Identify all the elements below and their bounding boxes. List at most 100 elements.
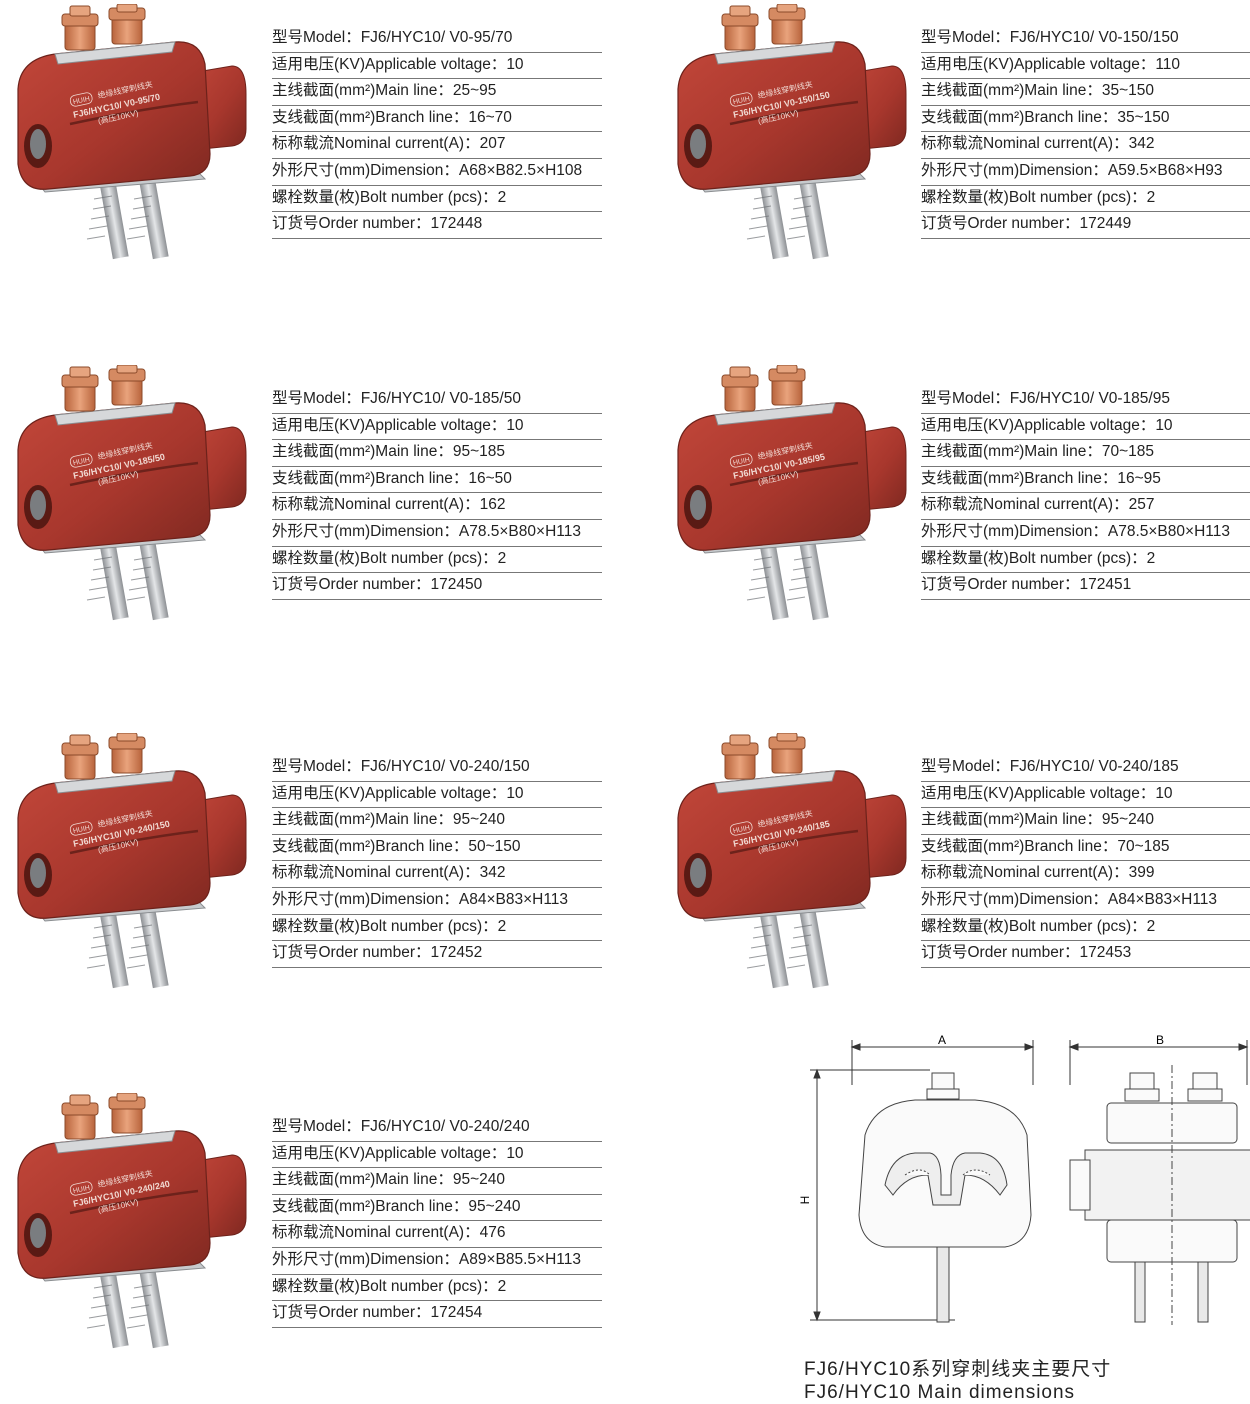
spec-label: 标称载流Nominal current(A)： [921,864,1129,882]
spec-table: 型号Model：FJ6/HYC10/ V0-185/50 适用电压(KV)App… [272,387,602,600]
clamp-photo: HUIH 绝缘线穿刺线夹 FJ6/HYC10/ V0-240/240 (高压10… [17,1093,247,1349]
spec-label: 订货号Order number： [921,576,1080,594]
spec-label: 支线截面(mm²)Branch line： [272,469,469,487]
embossed-brand: HUIH [732,825,750,835]
spec-row-dimension: 外形尺寸(mm)Dimension：A84×B83×H113 [272,888,602,915]
spec-row-branch-line: 支线截面(mm²)Branch line：70~185 [921,835,1250,862]
spec-label: 订货号Order number： [272,576,431,594]
spec-value-main-line: 95~240 [452,1171,505,1189]
caption-en: FJ6/HYC10 Main dimensions [804,1382,1076,1403]
bolt-threads [746,533,829,621]
cable-tie [729,829,859,855]
spec-value-dimension: A84×B83×H113 [458,890,569,908]
spec-label: 主线截面(mm²)Main line： [921,82,1102,100]
side-view [1069,1065,1250,1325]
spec-row-voltage: 适用电压(KV)Applicable voltage：10 [272,414,602,441]
spec-label: 订货号Order number： [921,215,1080,233]
embossed-brand: HUIH [72,96,90,106]
spec-value-main-line: 70~185 [1101,443,1154,461]
spec-label: 支线截面(mm²)Branch line： [921,108,1118,126]
embossed-brand: HUIH [732,96,750,106]
spec-value-model: FJ6/HYC10/ V0-185/50 [360,390,521,407]
spec-row-model: 型号Model：FJ6/HYC10/ V0-95/70 [272,26,602,53]
spec-value-main-line: 25~95 [452,82,497,100]
spec-row-branch-line: 支线截面(mm²)Branch line：35~150 [921,106,1250,133]
top-strip [54,1130,176,1154]
spec-table: 型号Model：FJ6/HYC10/ V0-95/70 适用电压(KV)Appl… [272,26,602,239]
spec-row-branch-line: 支线截面(mm²)Branch line：50~150 [272,835,602,862]
spec-row-current: 标称载流Nominal current(A)：207 [272,132,602,159]
embossed-brand: HUIH [72,825,90,835]
top-strip [54,41,176,65]
spec-value-branch-line: 16~50 [468,469,512,487]
copper-nut [768,4,806,45]
spec-value-bolts: 2 [497,549,507,567]
spec-value-current: 476 [479,1224,506,1242]
spec-row-dimension: 外形尺寸(mm)Dimension：A89×B85.5×H113 [272,1248,602,1275]
spec-table: 型号Model：FJ6/HYC10/ V0-240/240 适用电压(KV)Ap… [272,1115,602,1328]
copper-nut [721,5,759,51]
spec-label: 外形尺寸(mm)Dimension： [272,522,459,540]
spec-row-order: 订货号Order number：172454 [272,1301,602,1328]
spec-row-order: 订货号Order number：172451 [921,573,1250,600]
spec-value-model: FJ6/HYC10/ V0-95/70 [360,29,513,46]
spec-label: 订货号Order number： [272,1304,431,1322]
spec-label: 螺栓数量(枚)Bolt number (pcs)： [272,917,498,935]
spec-label: 适用电压(KV)Applicable voltage： [272,1144,507,1162]
spec-row-bolts: 螺栓数量(枚)Bolt number (pcs)：2 [272,547,602,574]
spec-row-main-line: 主线截面(mm²)Main line：95~185 [272,440,602,467]
spec-row-voltage: 适用电压(KV)Applicable voltage：110 [921,53,1250,80]
spec-row-order: 订货号Order number：172448 [272,212,602,239]
spec-label: 适用电压(KV)Applicable voltage： [921,784,1156,802]
spec-row-model: 型号Model：FJ6/HYC10/ V0-240/240 [272,1115,602,1142]
spec-value-branch-line: 50~150 [468,837,521,855]
spec-label: 外形尺寸(mm)Dimension： [272,1250,459,1268]
spec-label: 主线截面(mm²)Main line： [272,82,453,100]
embossed-brand: HUIH [72,457,90,467]
spec-row-bolts: 螺栓数量(枚)Bolt number (pcs)：2 [921,186,1250,213]
spec-label: 订货号Order number： [272,944,431,962]
spec-label: 订货号Order number： [272,215,431,233]
spec-row-voltage: 适用电压(KV)Applicable voltage：10 [272,782,602,809]
spec-label: 螺栓数量(枚)Bolt number (pcs)： [921,188,1147,206]
spec-row-main-line: 主线截面(mm²)Main line：70~185 [921,440,1250,467]
spec-value-bolts: 2 [1146,188,1156,206]
spec-label: 型号Model： [921,758,1010,775]
spec-value-current: 399 [1128,864,1155,882]
spec-label: 型号Model： [921,29,1010,46]
dim-label-h: H [798,1196,812,1205]
spec-row-model: 型号Model：FJ6/HYC10/ V0-240/185 [921,755,1250,782]
spec-label: 支线截面(mm²)Branch line： [272,108,469,126]
bolt-threads [746,901,829,989]
spec-row-dimension: 外形尺寸(mm)Dimension：A78.5×B80×H113 [921,520,1250,547]
spec-row-current: 标称载流Nominal current(A)：162 [272,493,602,520]
spec-row-main-line: 主线截面(mm²)Main line：95~240 [272,808,602,835]
spec-label: 支线截面(mm²)Branch line： [272,837,469,855]
spec-value-main-line: 35~150 [1101,82,1154,100]
top-strip [54,402,176,426]
spec-table: 型号Model：FJ6/HYC10/ V0-185/95 适用电压(KV)App… [921,387,1250,600]
spec-label: 适用电压(KV)Applicable voltage： [272,55,507,73]
spec-row-branch-line: 支线截面(mm²)Branch line：16~50 [272,467,602,494]
spec-value-order: 172450 [430,576,483,594]
spec-value-voltage: 10 [506,416,524,434]
spec-value-dimension: A89×B85.5×H113 [458,1250,581,1268]
spec-label: 订货号Order number： [921,944,1080,962]
spec-row-branch-line: 支线截面(mm²)Branch line：95~240 [272,1195,602,1222]
spec-value-order: 172454 [430,1304,483,1322]
spec-label: 适用电压(KV)Applicable voltage： [272,416,507,434]
spec-row-bolts: 螺栓数量(枚)Bolt number (pcs)：2 [921,915,1250,942]
dim-label-b: B [1156,1033,1164,1047]
spec-label: 螺栓数量(枚)Bolt number (pcs)： [272,1277,498,1295]
copper-nut [61,734,99,780]
spec-row-order: 订货号Order number：172453 [921,941,1250,968]
spec-value-bolts: 2 [497,188,507,206]
copper-nut [61,1094,99,1140]
spec-value-order: 172449 [1079,215,1132,233]
spec-label: 主线截面(mm²)Main line： [921,443,1102,461]
spec-row-current: 标称载流Nominal current(A)：342 [272,861,602,888]
spec-row-main-line: 主线截面(mm²)Main line：25~95 [272,79,602,106]
spec-label: 适用电压(KV)Applicable voltage： [272,784,507,802]
front-view [858,1072,1032,1323]
spec-label: 主线截面(mm²)Main line： [272,811,453,829]
